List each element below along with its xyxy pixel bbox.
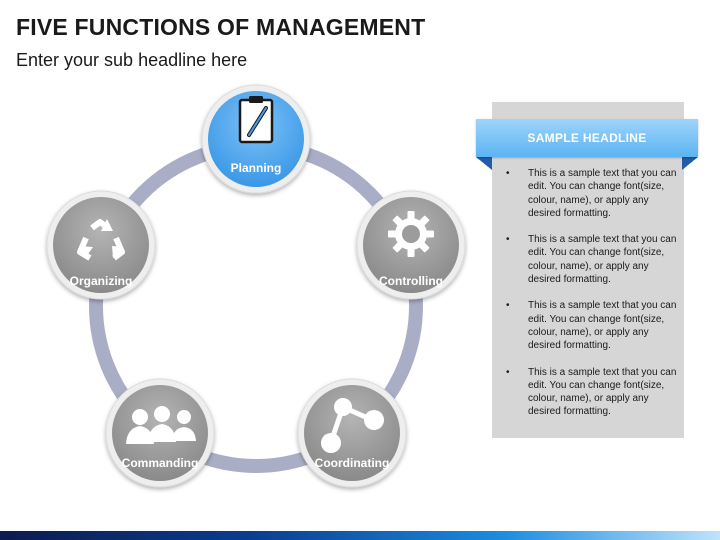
cycle-node-planning[interactable]: Planning (201, 84, 311, 194)
panel-headline: SAMPLE HEADLINE (527, 131, 647, 145)
bullet-text: This is a sample text that you can edit.… (528, 234, 677, 286)
list-item: • This is a sample text that you can edit… (504, 233, 680, 286)
list-item: • This is a sample text that you can edit… (504, 299, 680, 352)
bullet-dot-icon: • (506, 168, 510, 179)
cycle-node-label: Commanding (122, 456, 199, 470)
cycle-node-label: Coordinating (315, 456, 390, 470)
bullet-text: This is a sample text that you can edit.… (528, 300, 677, 352)
recycle-icon (77, 219, 125, 261)
cycle-node-commanding[interactable]: Commanding (105, 378, 215, 488)
list-item: • This is a sample text that you can edit… (504, 366, 680, 419)
panel-ribbon-fold-left (476, 157, 492, 170)
panel-ribbon-fold-right (682, 157, 698, 170)
list-item: • This is a sample text that you can edit… (504, 167, 680, 220)
panel-headline-ribbon: SAMPLE HEADLINE (476, 119, 698, 157)
cycle-node-label: Planning (231, 161, 282, 175)
cycle-node-coordinating[interactable]: Coordinating (297, 378, 407, 488)
network-icon (321, 398, 384, 453)
text-panel (492, 102, 684, 438)
page-title: FIVE FUNCTIONS OF MANAGEMENT (16, 14, 426, 40)
gear-icon (388, 211, 434, 257)
clipboard-icon (238, 96, 274, 144)
bullet-dot-icon: • (506, 300, 510, 312)
cycle-node-label: Organizing (70, 274, 133, 288)
page-subtitle: Enter your sub headline here (16, 50, 248, 70)
cycle-node-controlling[interactable]: Controlling (356, 190, 466, 300)
bullet-dot-icon: • (506, 366, 510, 378)
people-icon (126, 406, 196, 444)
cycle-node-organizing[interactable]: Organizing (46, 190, 156, 300)
cycle-node-label: Controlling (379, 274, 443, 288)
bullet-dot-icon: • (506, 234, 510, 246)
footer-gradient-bar (0, 531, 720, 540)
bullet-text: This is a sample text that you can edit.… (528, 168, 677, 219)
panel-bullet-list: • This is a sample text that you can edit… (504, 167, 680, 432)
bullet-text: This is a sample text that you can edit.… (528, 366, 677, 418)
